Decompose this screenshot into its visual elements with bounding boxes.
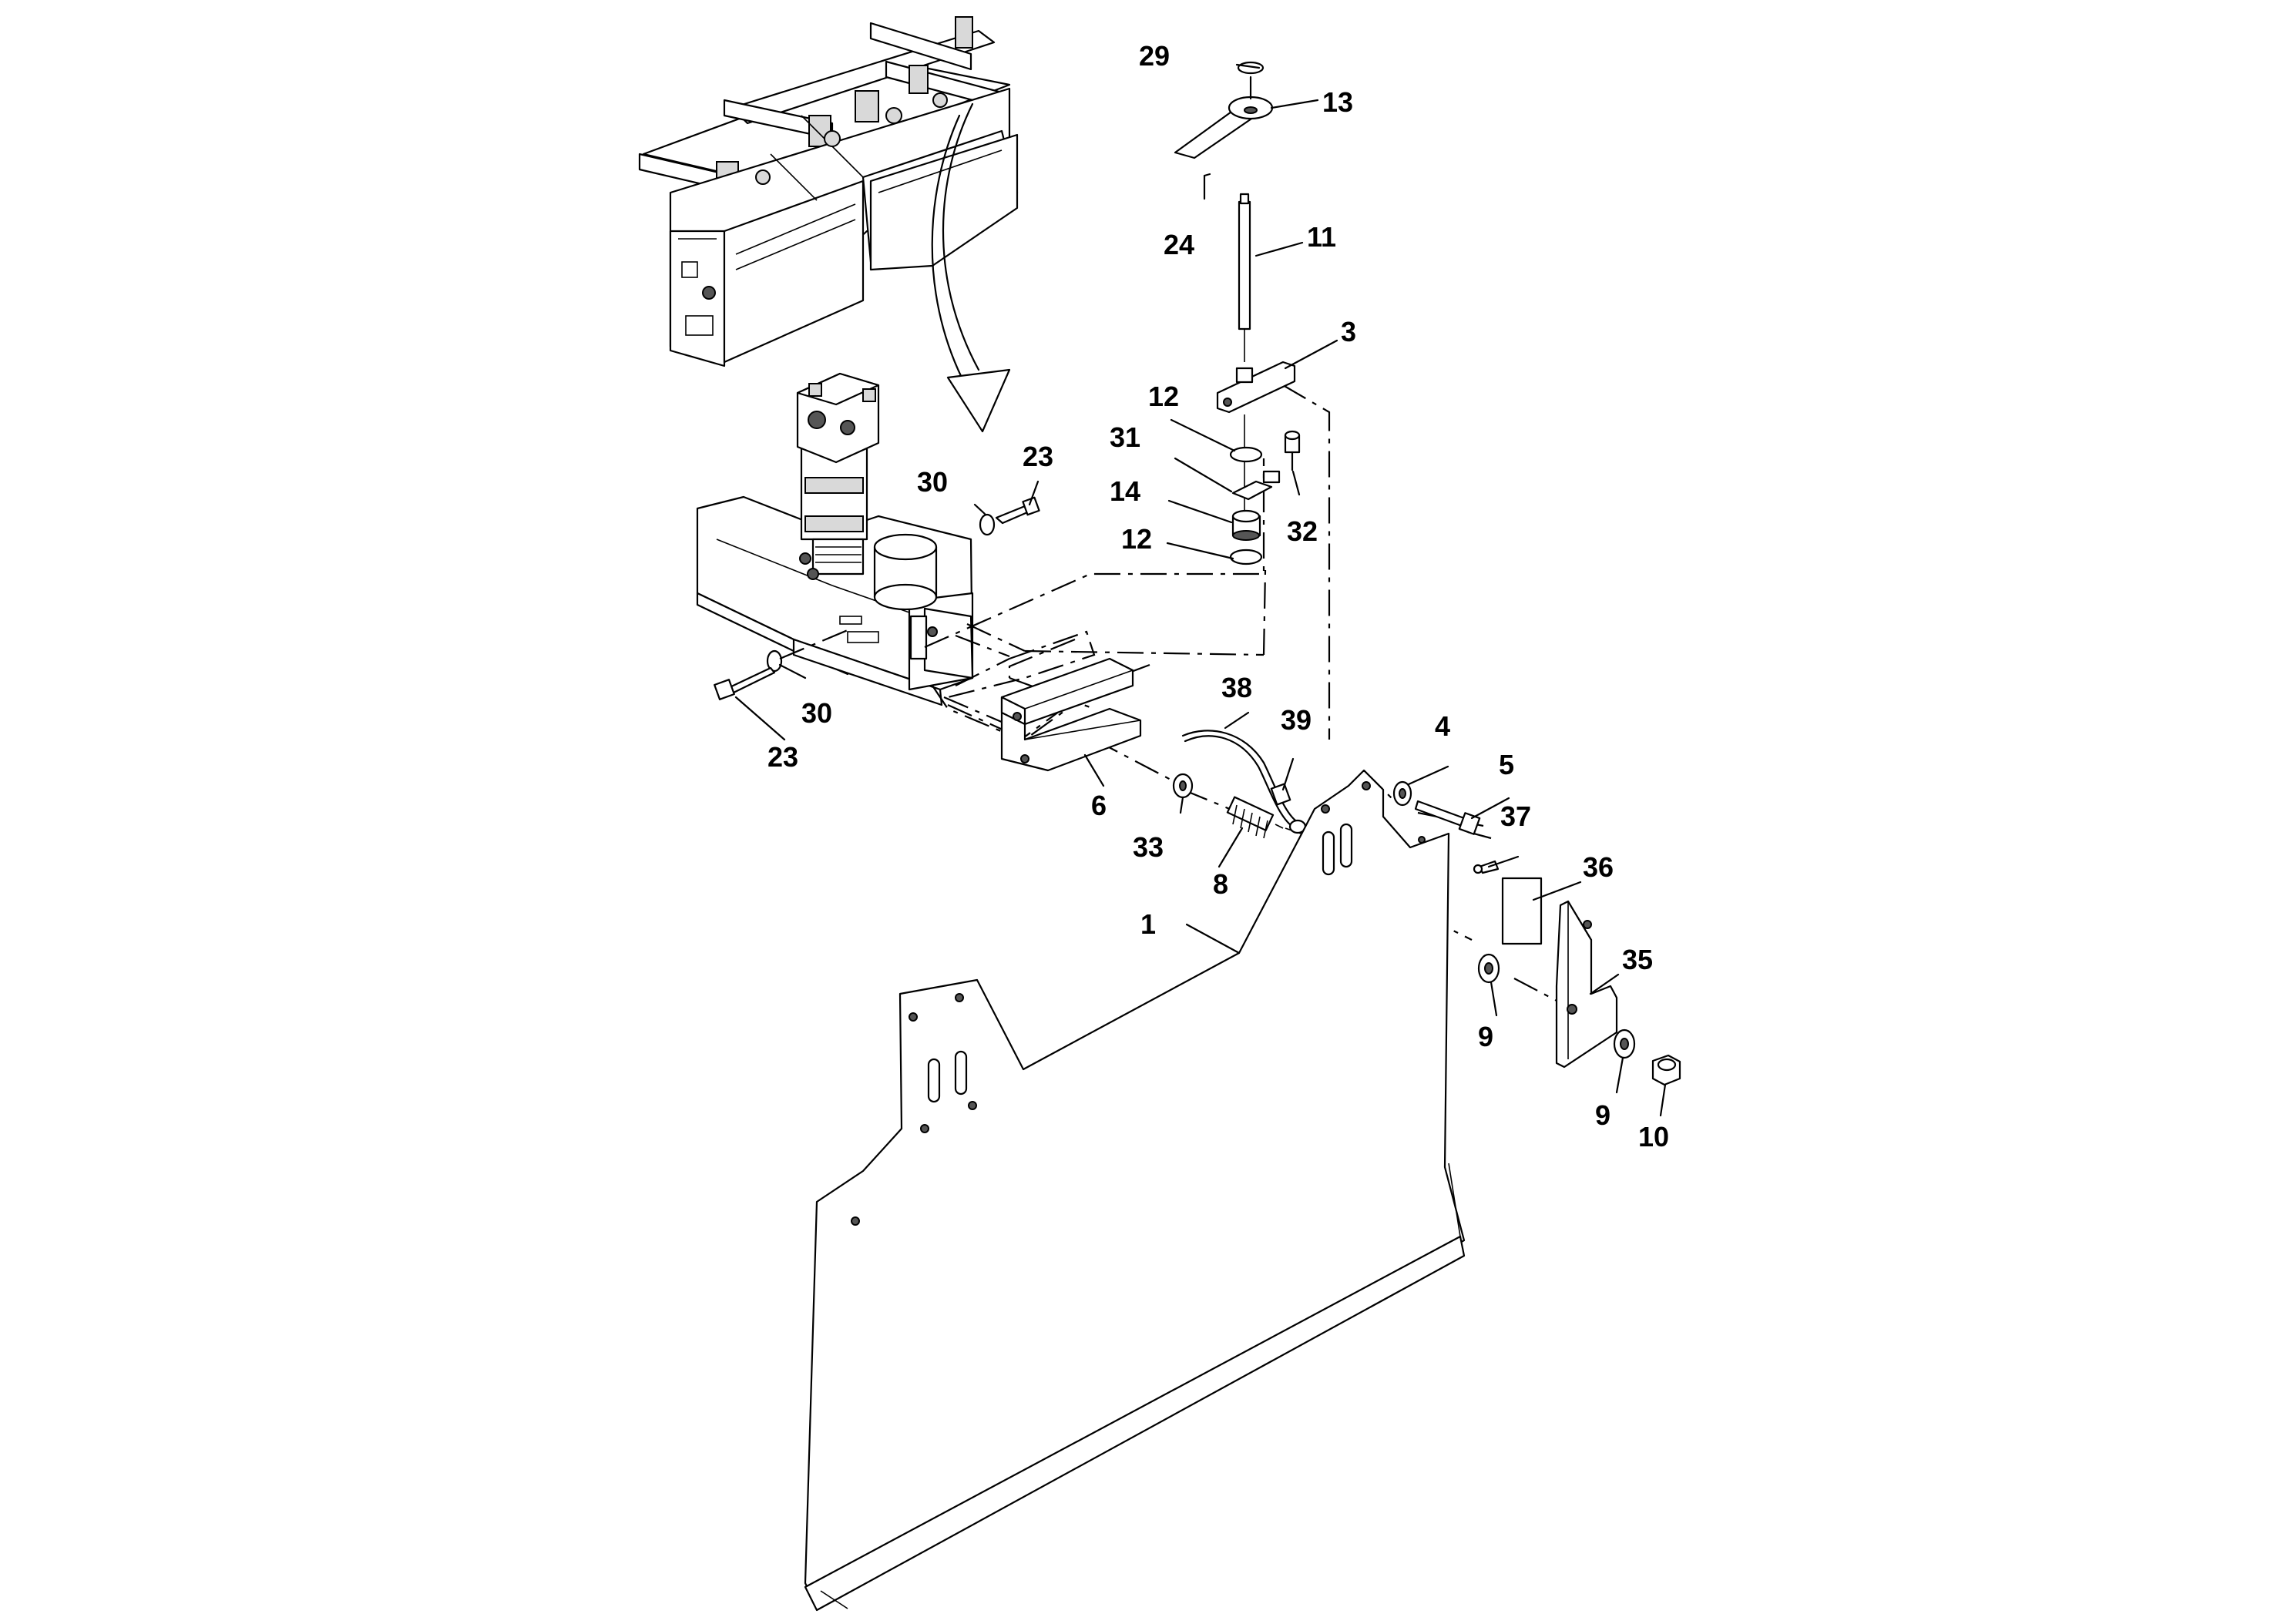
callout-9-right: 9: [1595, 1099, 1611, 1131]
tab-plate-31: [1231, 480, 1273, 501]
callout-11: 11: [1307, 221, 1336, 253]
callout-labels: 29 13 24 11 3 12 31 14 12 32 23 30 30 23…: [767, 40, 1669, 1153]
slot-left-b: [954, 1050, 968, 1096]
callout-12-lower: 12: [1121, 523, 1152, 555]
left-fasteners: [714, 496, 1040, 700]
bracket-35: [1555, 900, 1618, 1069]
cable-38: [1181, 730, 1304, 826]
shaft-11: [1238, 200, 1251, 331]
callout-5: 5: [1499, 749, 1514, 780]
callout-4: 4: [1435, 710, 1450, 742]
callout-31: 31: [1110, 421, 1140, 453]
pump-motor-assembly: [696, 372, 974, 706]
callout-39: 39: [1281, 704, 1312, 736]
callout-6: 6: [1091, 790, 1107, 821]
threaded-rod-8: [1226, 796, 1275, 831]
shaft-linkage-stack: [1174, 61, 1301, 565]
callout-1: 1: [1140, 908, 1156, 940]
callout-36: 36: [1583, 851, 1614, 883]
callout-24: 24: [1164, 229, 1194, 260]
callout-30-upper: 30: [917, 466, 948, 498]
bolt-23-lower: [727, 666, 776, 695]
u-bracket-part-6: [1000, 657, 1142, 772]
callout-13: 13: [1322, 86, 1353, 118]
callout-37: 37: [1500, 800, 1531, 832]
callout-12-upper: 12: [1148, 381, 1179, 412]
bracket-3: [1216, 361, 1296, 414]
callout-33: 33: [1133, 831, 1164, 863]
washer-30-upper: [979, 513, 996, 536]
slot-right-b: [1339, 823, 1353, 868]
slot-left-a: [927, 1058, 941, 1103]
circlip-12-lower: [1229, 549, 1263, 565]
callout-32: 32: [1287, 515, 1318, 547]
callout-30-lower: 30: [801, 697, 832, 729]
right-fasteners-bracket: [1392, 780, 1681, 1086]
plate-36: [1501, 877, 1543, 945]
clamp-39: [1270, 783, 1291, 806]
leader-lines: [734, 63, 1667, 1117]
callout-38: 38: [1221, 672, 1252, 703]
sensor-cable-group: [1172, 730, 1307, 839]
callout-3: 3: [1341, 316, 1356, 347]
slot-right-a: [1322, 830, 1335, 876]
washer-30-lower: [766, 649, 783, 673]
callout-10: 10: [1638, 1121, 1669, 1153]
machine-overview-assembly: [638, 16, 1019, 433]
flap-panel-part-1: [804, 769, 1466, 1612]
callout-35: 35: [1622, 944, 1653, 975]
callout-8: 8: [1213, 868, 1228, 900]
callout-29: 29: [1139, 40, 1170, 72]
callout-23-upper: 23: [1023, 441, 1053, 472]
callout-9-left: 9: [1478, 1021, 1493, 1052]
callout-23-lower: 23: [767, 741, 798, 773]
circlip-12-upper: [1229, 446, 1263, 463]
callout-14: 14: [1110, 475, 1140, 507]
